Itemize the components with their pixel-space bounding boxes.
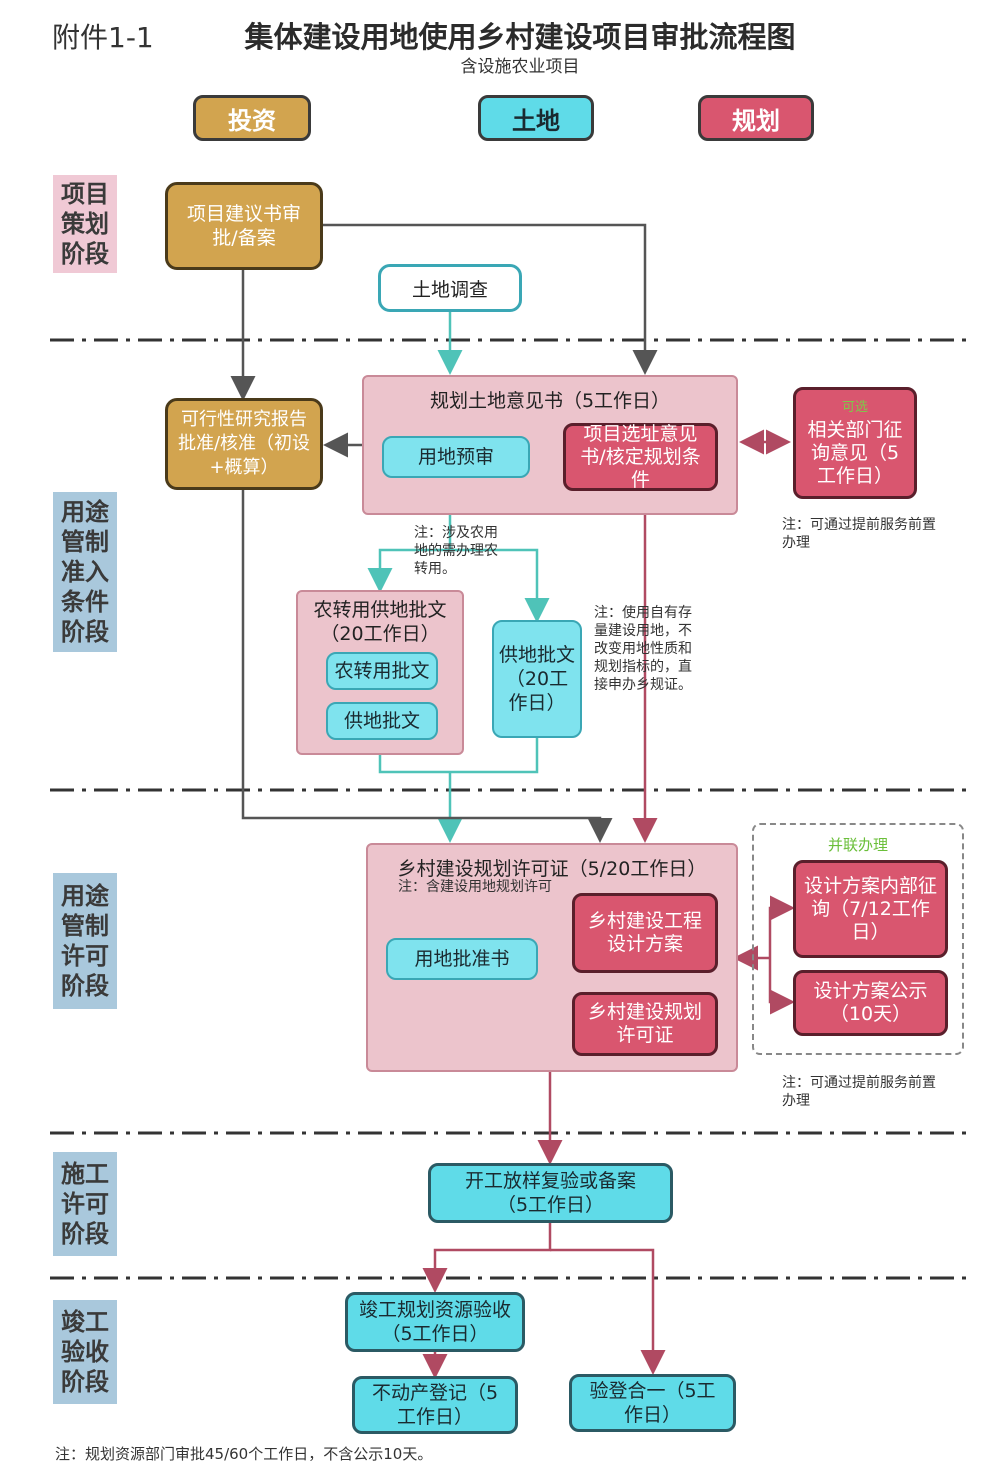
conversion-approval-box: 农转用批文 bbox=[326, 652, 438, 690]
conversion-title: 农转用供地批文（20工作日） bbox=[313, 599, 447, 645]
feasibility-box: 可行性研究报告批准/核准（初设+概算） bbox=[165, 398, 323, 490]
proposal-box: 项目建议书审批/备案 bbox=[165, 182, 323, 270]
realestate-box: 不动产登记（5工作日） bbox=[352, 1376, 518, 1434]
land-approval-box: 用地批准书 bbox=[386, 938, 538, 980]
stage-permit: 用途管制许可阶段 bbox=[53, 873, 117, 1009]
annex-number: 附件1-1 bbox=[52, 21, 154, 54]
design-scheme-box: 乡村建设工程设计方案 bbox=[572, 893, 718, 973]
dept-label: 相关部门征询意见（5工作日） bbox=[807, 419, 903, 487]
supply-approval-20d-box: 供地批文（20工作日） bbox=[492, 620, 582, 738]
legend-investment: 投资 bbox=[193, 95, 311, 141]
acceptance-box: 竣工规划资源验收（5工作日） bbox=[345, 1292, 525, 1352]
footer-note: 注：规划资源部门审批45/60个工作日，不含公示10天。 bbox=[55, 1445, 433, 1463]
legend-planning: 规划 bbox=[698, 95, 814, 141]
stage-construction: 施工许可阶段 bbox=[53, 1152, 117, 1256]
start-construction-box: 开工放样复验或备案（5工作日） bbox=[428, 1163, 673, 1223]
note-farmland: 注：涉及农用地的需办理农转用。 bbox=[414, 525, 498, 577]
stage-dividers bbox=[50, 338, 970, 1280]
opinion-title: 规划土地意见书（5工作日） bbox=[429, 390, 671, 412]
design-public-box: 设计方案公示（10天） bbox=[793, 970, 948, 1036]
note-advance-2: 注：可通过提前服务前置办理 bbox=[782, 1075, 936, 1109]
parallel-container bbox=[752, 823, 964, 1055]
legend-land: 土地 bbox=[478, 95, 594, 141]
stage-access: 用途管制准入条件阶段 bbox=[53, 492, 117, 652]
note-existing-land: 注：使用自有存量建设用地，不改变用地性质和规划指标的，直接申办乡规证。 bbox=[594, 605, 692, 693]
note-advance-1: 注：可通过提前服务前置办理 bbox=[782, 517, 936, 551]
page-subtitle: 含设施农业项目 bbox=[460, 57, 580, 77]
supply-approval-box: 供地批文 bbox=[326, 702, 438, 740]
rural-permit-box: 乡村建设规划许可证 bbox=[572, 992, 718, 1056]
land-pre-box: 用地预审 bbox=[382, 436, 530, 478]
parallel-label: 并联办理 bbox=[827, 836, 888, 854]
stage-completion: 竣工验收阶段 bbox=[53, 1300, 117, 1404]
dept-optional-label: 可选 bbox=[841, 400, 868, 415]
survey-box: 土地调查 bbox=[378, 264, 522, 312]
dept-box: 可选 相关部门征询意见（5工作日） bbox=[793, 387, 917, 499]
page-title: 集体建设用地使用乡村建设项目审批流程图 bbox=[244, 20, 796, 54]
stage-planning: 项目策划阶段 bbox=[53, 175, 117, 273]
site-opinion-box: 项目选址意见书/核定规划条件 bbox=[563, 423, 718, 491]
permit-note: 注：含建设用地规划许可 bbox=[398, 879, 552, 895]
combined-box: 验登合一（5工作日） bbox=[569, 1374, 736, 1432]
permit-title: 乡村建设规划许可证（5/20工作日） bbox=[397, 858, 707, 880]
design-consult-box: 设计方案内部征询（7/12工作日） bbox=[793, 860, 948, 958]
